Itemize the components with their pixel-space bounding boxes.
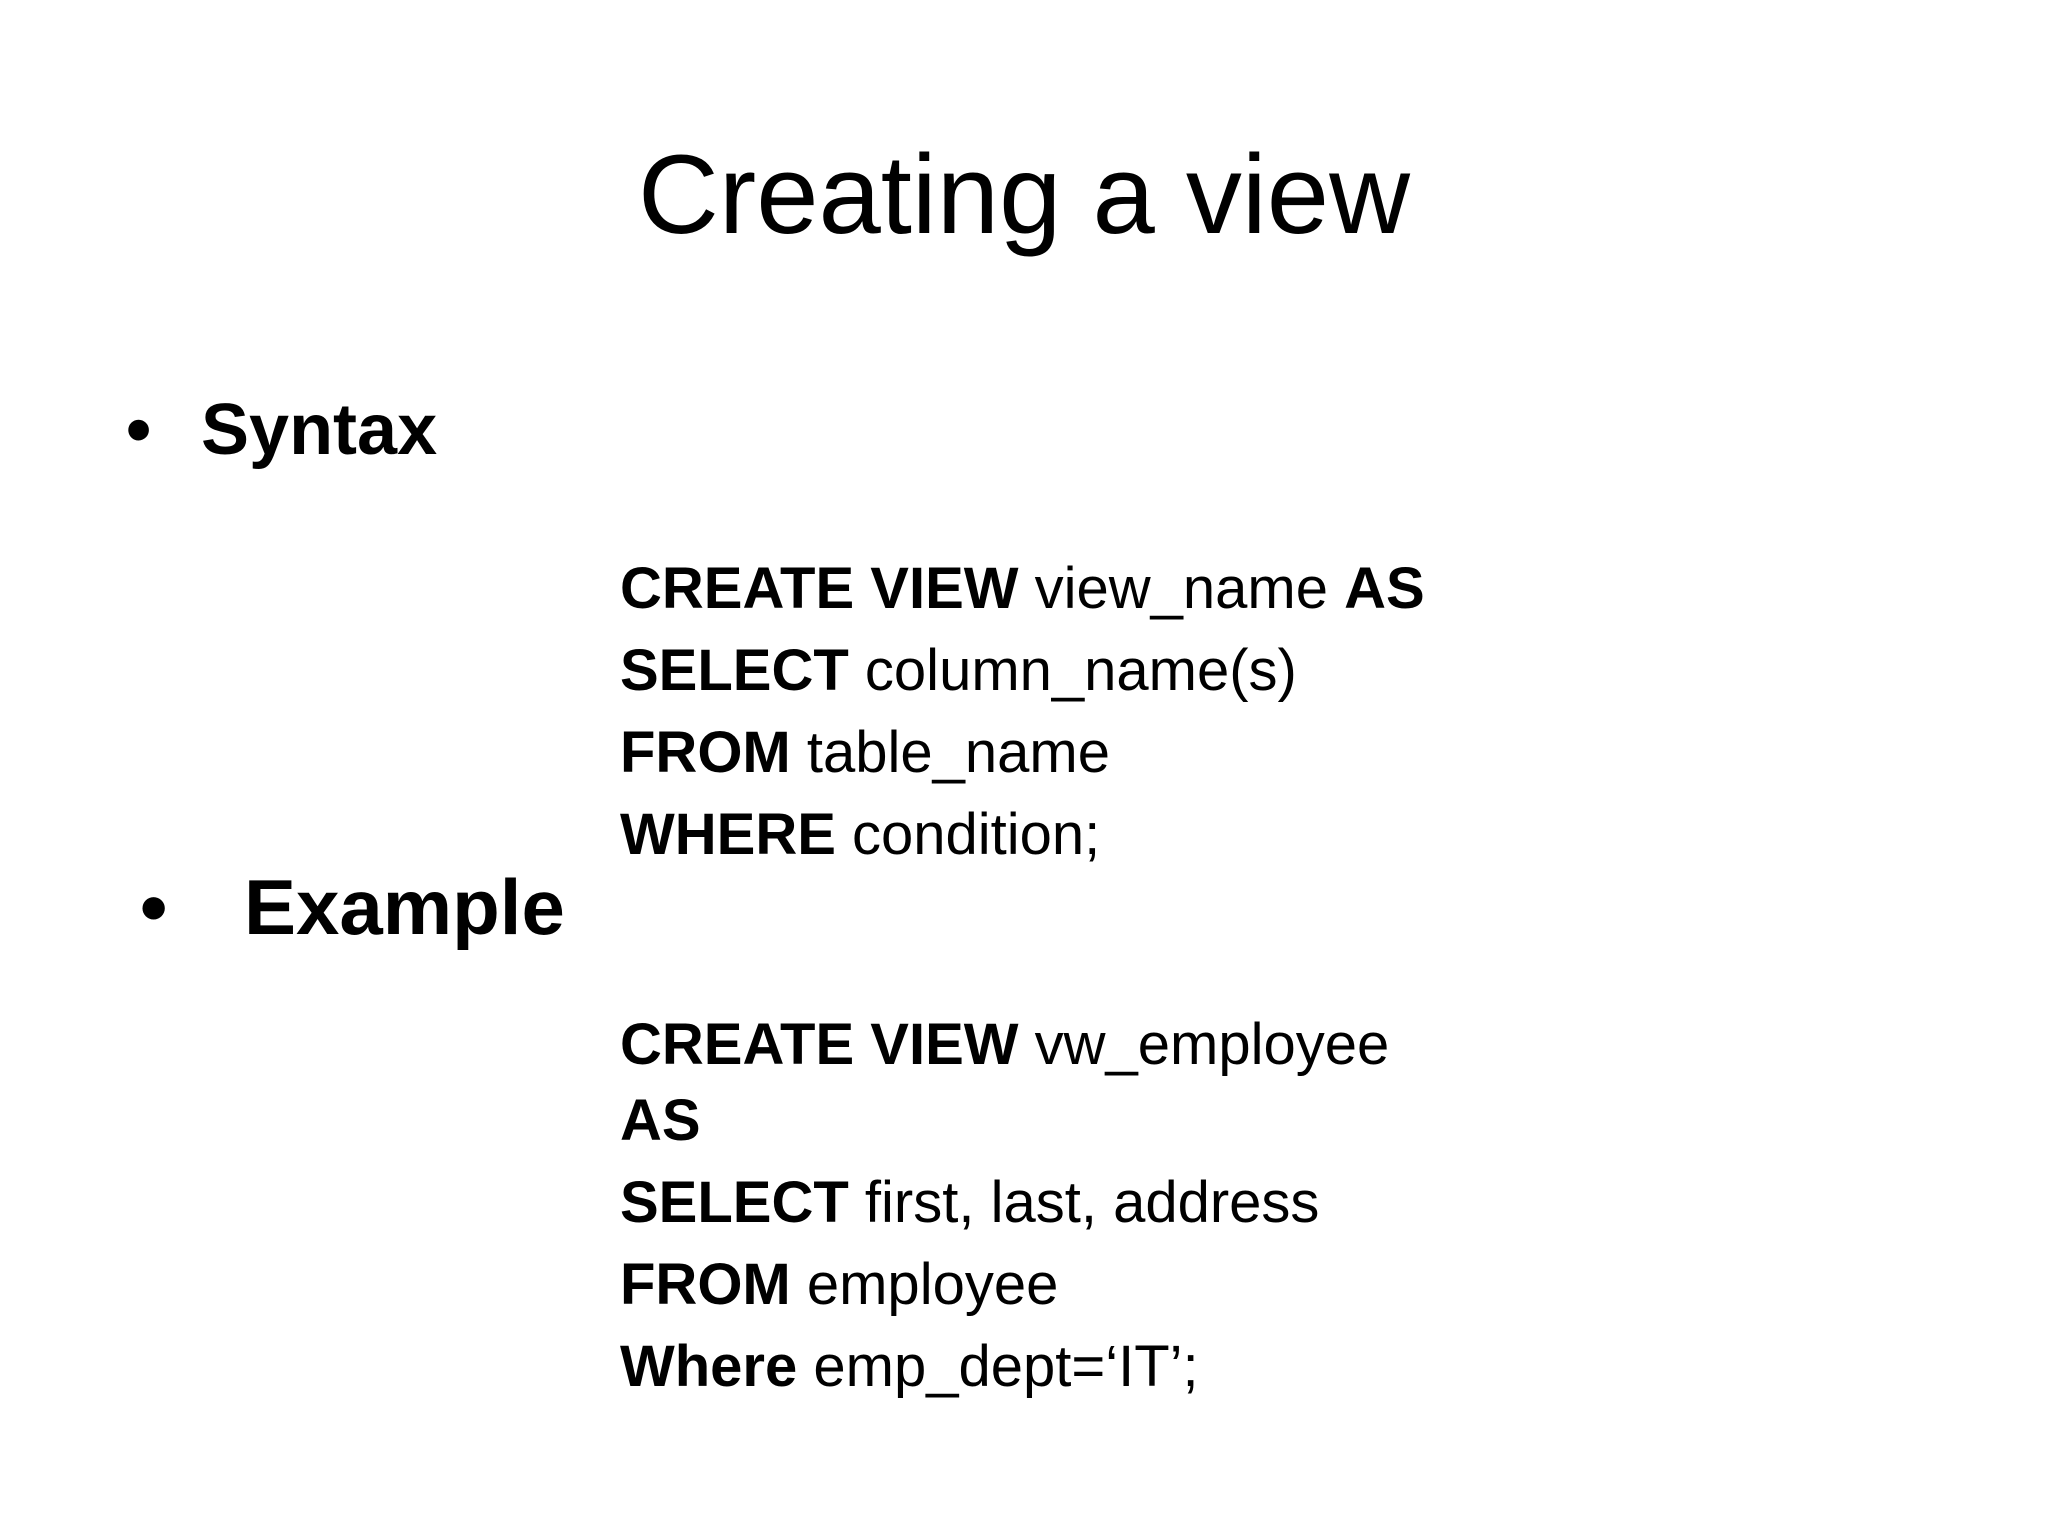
code-line: FROM table_name — [620, 712, 1425, 794]
bullet-label: Example — [244, 863, 565, 951]
sql-keyword: Where — [620, 1334, 798, 1399]
sql-text: view_name — [1018, 556, 1345, 621]
sql-keyword: CREATE VIEW — [620, 1012, 1019, 1077]
sql-text: column_name(s) — [848, 638, 1297, 703]
bullet-syntax: • Syntax — [126, 385, 437, 475]
bullet-example: • Example — [140, 862, 565, 952]
code-line: WHERE condition; — [620, 794, 1425, 876]
sql-keyword: FROM — [620, 1252, 791, 1317]
syntax-code-block: CREATE VIEW view_name AS SELECT column_n… — [620, 548, 1425, 876]
sql-keyword: AS — [620, 1088, 701, 1153]
sql-keyword: AS — [1344, 556, 1425, 621]
bullet-marker: • — [126, 390, 152, 470]
bullet-marker: • — [140, 863, 168, 951]
sql-keyword: SELECT — [620, 1170, 849, 1235]
sql-keyword: SELECT — [620, 638, 849, 703]
sql-text: first, last, address — [848, 1170, 1320, 1235]
code-line: CREATE VIEW view_name AS — [620, 548, 1425, 630]
code-line: SELECT column_name(s) — [620, 630, 1425, 712]
sql-keyword: CREATE VIEW — [620, 556, 1019, 621]
slide-title: Creating a view — [638, 132, 1410, 257]
code-line: SELECT first, last, address — [620, 1162, 1389, 1244]
example-code-block: CREATE VIEW vw_employee AS SELECT first,… — [620, 1010, 1389, 1408]
code-line: AS — [620, 1080, 1389, 1162]
sql-keyword: FROM — [620, 720, 791, 785]
sql-text: emp_dept=‘IT’; — [797, 1334, 1199, 1399]
sql-text: vw_employee — [1018, 1012, 1390, 1077]
sql-keyword: WHERE — [620, 802, 836, 867]
code-line: CREATE VIEW vw_employee — [620, 1010, 1389, 1080]
code-line: Where emp_dept=‘IT’; — [620, 1326, 1389, 1408]
sql-text: table_name — [790, 720, 1110, 785]
sql-text: condition; — [835, 802, 1101, 867]
sql-text: employee — [790, 1252, 1059, 1317]
code-line: FROM employee — [620, 1244, 1389, 1326]
bullet-label: Syntax — [201, 390, 438, 470]
